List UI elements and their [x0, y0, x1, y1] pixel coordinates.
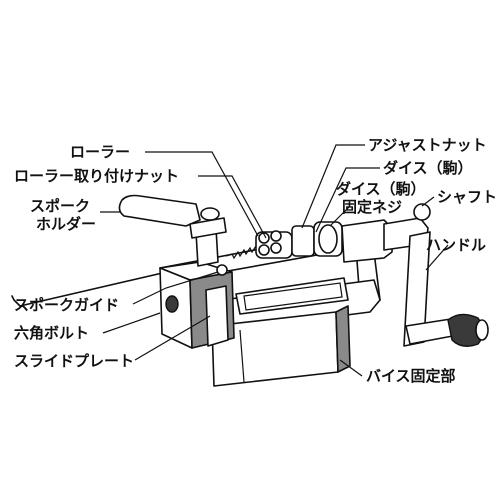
- label-spoke-holder-line1: スポーク: [30, 197, 91, 215]
- guide-screw: [216, 264, 228, 276]
- slide-plate: [205, 285, 229, 347]
- hex-bolt: [165, 295, 179, 313]
- vise-mount-line: [239, 329, 245, 383]
- roller-1: [258, 232, 270, 244]
- leader-spoke-guide: [132, 271, 219, 305]
- frame-window: [235, 277, 349, 315]
- roller-4: [270, 242, 282, 254]
- label-hex-bolt: 六角ボルト: [14, 324, 90, 342]
- handle-end: [475, 319, 489, 341]
- adjust-nut-body: [291, 225, 315, 257]
- spoke-holder-knob: [200, 207, 220, 221]
- leader-roller-nut: [198, 175, 267, 239]
- frame-window-inner: [243, 282, 343, 311]
- shaft-housing: [341, 219, 393, 263]
- label-die-screw-line2: 固定ネジ: [342, 198, 403, 216]
- leader-handle: [425, 244, 449, 271]
- leader-die: [315, 167, 380, 233]
- leader-vise-mount: [339, 359, 363, 377]
- label-adjust-nut: アジャストナット: [368, 136, 487, 154]
- label-spoke-guide: スポークガイド: [14, 296, 120, 314]
- vise-mount-side: [335, 305, 351, 373]
- label-slide-plate: スライドプレート: [14, 352, 135, 370]
- roller-3: [258, 244, 270, 256]
- label-vise-mount: バイス固定部: [366, 367, 456, 385]
- label-roller-nut: ローラー取り付けナット: [14, 167, 180, 185]
- label-spoke-holder-line2: ホルダー: [36, 215, 97, 233]
- leader-adjust-nut: [301, 144, 365, 229]
- leader-roller: [145, 151, 259, 237]
- label-roller: ローラー: [70, 143, 131, 161]
- die-face: [318, 224, 338, 254]
- roller-2: [270, 230, 282, 242]
- shaft-knob: [413, 203, 431, 221]
- label-die: ダイス（駒）: [383, 159, 473, 177]
- label-handle: ハンドル: [426, 236, 487, 254]
- spoke-holder-lever: [118, 194, 201, 227]
- leader-hex-bolt: [102, 312, 161, 334]
- thread-spring: [225, 245, 257, 260]
- leader-slide-plate: [134, 315, 211, 361]
- label-die-screw-line1: ダイス（駒）: [336, 180, 426, 198]
- leader-die-screw: [329, 205, 351, 227]
- label-shaft: シャフト: [437, 188, 498, 206]
- leader-shaft: [421, 196, 435, 207]
